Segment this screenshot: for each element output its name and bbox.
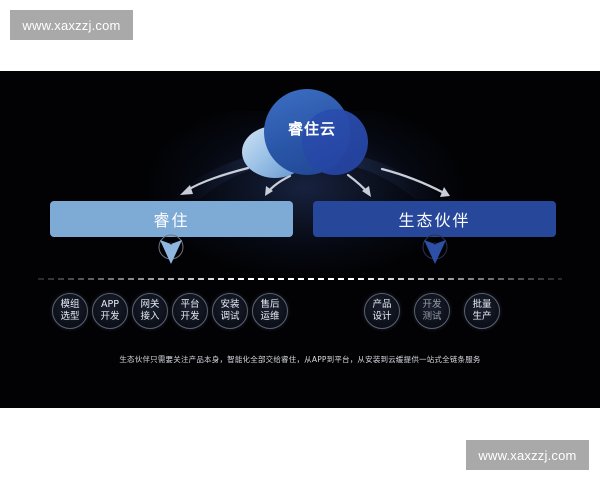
branch-partners-label: 生态伙伴 [398, 211, 471, 230]
arrowhead-icon [265, 186, 273, 196]
step-after-sales-ops: 售后 运维 [252, 293, 288, 329]
step-label-line1: 模组 [60, 299, 80, 310]
step-label-line2: 开发 [180, 311, 200, 322]
step-module-selection: 模组 选型 [52, 293, 88, 329]
down-marker-left-icon [158, 234, 184, 264]
step-dev-testing: 开发 测试 [414, 293, 450, 329]
arrow-outer-right [380, 167, 446, 195]
step-label-line1: 安装 [220, 299, 240, 310]
branch-ruizhu: 睿住 [50, 201, 293, 237]
dashed-divider [38, 278, 562, 280]
step-label-line2: 测试 [422, 311, 442, 322]
flow-arrows [170, 156, 450, 199]
cloud-label: 睿住云 [287, 120, 336, 138]
step-label-line1: 售后 [260, 299, 280, 310]
step-product-design: 产品 设计 [364, 293, 400, 329]
step-label-line1: 批量 [472, 299, 492, 310]
branch-ruizhu-label: 睿住 [153, 211, 190, 230]
step-gateway-access: 网关 接入 [132, 293, 168, 329]
step-label-line2: 选型 [60, 311, 80, 322]
step-label-line2: 接入 [140, 311, 160, 322]
step-platform-development: 平台 开发 [172, 293, 208, 329]
step-installation-debug: 安装 调试 [212, 293, 248, 329]
step-label-line2: 生产 [472, 311, 492, 322]
cloud-right-lobe [302, 109, 368, 175]
arrowhead-icon [362, 186, 371, 197]
watermark-bottom: www.xaxzzj.com [466, 440, 589, 470]
step-app-development: APP 开发 [92, 293, 128, 329]
arrow-inner-left [266, 174, 292, 194]
diagram-caption: 生态伙伴只需要关注产品本身，智能化全部交给睿住，从APP到平台，从安装到云缓提供… [119, 355, 481, 364]
arrowhead-icon [440, 187, 450, 197]
step-label-line1: 平台 [180, 299, 200, 310]
diagram-panel: 睿住云 睿住 生态伙伴 模组 选型 APP 开发 网关 接入 平台 开发 安装 … [0, 71, 600, 408]
watermark-top: www.xaxzzj.com [10, 10, 133, 40]
step-mass-production: 批量 生产 [464, 293, 500, 329]
down-marker-right-icon [422, 234, 448, 264]
step-label-line2: 设计 [372, 311, 392, 322]
arrowhead-icon [180, 185, 193, 195]
step-label-line1: APP [101, 299, 119, 310]
flow-band-right [350, 156, 445, 199]
step-label-line1: 产品 [372, 299, 392, 310]
step-label-line2: 开发 [100, 311, 120, 322]
step-label-line2: 运维 [260, 311, 280, 322]
step-label-line2: 调试 [220, 311, 240, 322]
branch-partners: 生态伙伴 [313, 201, 556, 237]
step-label-line1: 开发 [422, 299, 442, 310]
step-label-line1: 网关 [140, 299, 160, 310]
